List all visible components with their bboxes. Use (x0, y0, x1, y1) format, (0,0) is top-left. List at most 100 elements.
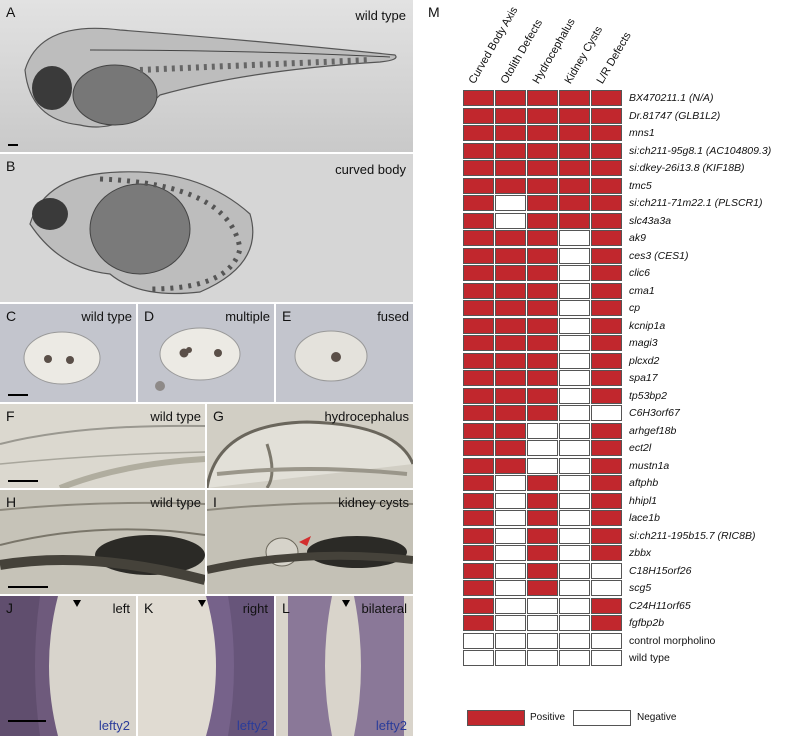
panel-letter: L (282, 600, 290, 616)
matrix-cell (527, 580, 558, 596)
matrix-cell (559, 177, 590, 194)
gene-label: si:ch211-95g8.1 (AC104809.3) (629, 144, 772, 157)
matrix-cell (495, 632, 526, 649)
matrix-cell (591, 142, 622, 159)
matrix-cell (463, 90, 494, 106)
matrix-cell (463, 195, 494, 211)
panel-f-brain-wild-type: wild type F (0, 404, 205, 488)
matrix-cell (495, 422, 526, 439)
matrix-cell (527, 422, 558, 439)
gene-label: Dr.81747 (GLB1L2) (629, 109, 721, 122)
matrix-cell (463, 650, 494, 666)
red-arrowhead-icon (299, 536, 311, 546)
matrix-cell (527, 492, 558, 509)
matrix-cell (495, 160, 526, 176)
matrix-column-header: L/R Defects (594, 30, 634, 86)
panel-letter: C (6, 308, 17, 324)
matrix-cell (527, 90, 558, 106)
matrix-cell (495, 230, 526, 246)
panel-title: multiple (225, 309, 270, 324)
matrix-cell (559, 475, 590, 491)
gene-label: spa17 (629, 372, 658, 384)
matrix-cell (591, 370, 622, 386)
matrix-cell (591, 405, 622, 421)
scale-bar (8, 480, 38, 482)
matrix-cell (495, 457, 526, 474)
matrix-cell (527, 405, 558, 421)
otolith-image (138, 304, 274, 402)
panel-h-kidney-wild-type: wild type H (0, 490, 205, 594)
matrix-cell (591, 317, 622, 334)
matrix-cell (463, 125, 494, 141)
matrix-cell (527, 195, 558, 211)
matrix-cell (527, 475, 558, 491)
panel-letter: A (6, 4, 16, 20)
legend-negative-label: Negative (637, 712, 677, 723)
matrix-cell (591, 492, 622, 509)
panel-title: bilateral (361, 601, 407, 616)
otolith-image (0, 304, 136, 402)
matrix-cell (527, 597, 558, 614)
panel-g-brain-hydrocephalus: hydrocephalus G (207, 404, 413, 488)
matrix-cell (591, 387, 622, 404)
matrix-cell (591, 282, 622, 299)
matrix-cell (559, 195, 590, 211)
matrix-cell (559, 335, 590, 351)
matrix-cell (495, 107, 526, 124)
matrix-cell (495, 562, 526, 579)
matrix-cell (559, 370, 590, 386)
matrix-cell (527, 142, 558, 159)
matrix-cell (591, 475, 622, 491)
gene-label: mustn1a (629, 459, 670, 472)
matrix-cell (495, 247, 526, 264)
matrix-cell (527, 125, 558, 141)
gene-label: wild type (629, 652, 670, 664)
matrix-cell (527, 282, 558, 299)
kidney-image (0, 490, 205, 594)
gene-label: ces3 (CES1) (629, 249, 689, 262)
matrix-cell (463, 160, 494, 176)
matrix-cell (463, 335, 494, 351)
panel-title: wild type (150, 409, 201, 424)
gene-label: C6H3orf67 (629, 407, 680, 419)
matrix-cell (463, 440, 494, 456)
matrix-cell (527, 300, 558, 316)
matrix-cell (527, 545, 558, 561)
matrix-cell (495, 335, 526, 351)
kidney-image (207, 490, 413, 594)
gene-label: magi3 (629, 337, 658, 349)
scale-bar (8, 394, 28, 396)
gene-label: zbbx (629, 547, 652, 559)
gene-label: tp53bp2 (629, 389, 667, 402)
matrix-cell (495, 650, 526, 666)
matrix-cell (591, 580, 622, 596)
gene-label: hhipl1 (629, 494, 658, 507)
matrix-cell (591, 597, 622, 614)
lefty2-stain-image (276, 596, 413, 736)
matrix-cell (591, 335, 622, 351)
matrix-cell (591, 457, 622, 474)
matrix-cell (527, 387, 558, 404)
matrix-cell (495, 510, 526, 526)
panel-title: left (112, 601, 130, 616)
matrix-cell (463, 282, 494, 299)
matrix-cell (559, 247, 590, 264)
matrix-cell (559, 282, 590, 299)
matrix-cell (463, 387, 494, 404)
gene-label: ak9 (629, 232, 646, 244)
panel-letter: F (6, 408, 15, 424)
matrix-cell (463, 422, 494, 439)
matrix-cell (463, 247, 494, 264)
matrix-cell (559, 562, 590, 579)
panel-letter: E (282, 308, 292, 324)
matrix-cell (495, 370, 526, 386)
matrix-cell (591, 650, 622, 666)
matrix-cell (559, 492, 590, 509)
matrix-cell (495, 300, 526, 316)
matrix-cell (591, 632, 622, 649)
matrix-cell (559, 527, 590, 544)
gene-label: cp (629, 302, 641, 314)
matrix-cell (527, 265, 558, 281)
panel-title: curved body (335, 162, 406, 177)
matrix-cell (527, 335, 558, 351)
